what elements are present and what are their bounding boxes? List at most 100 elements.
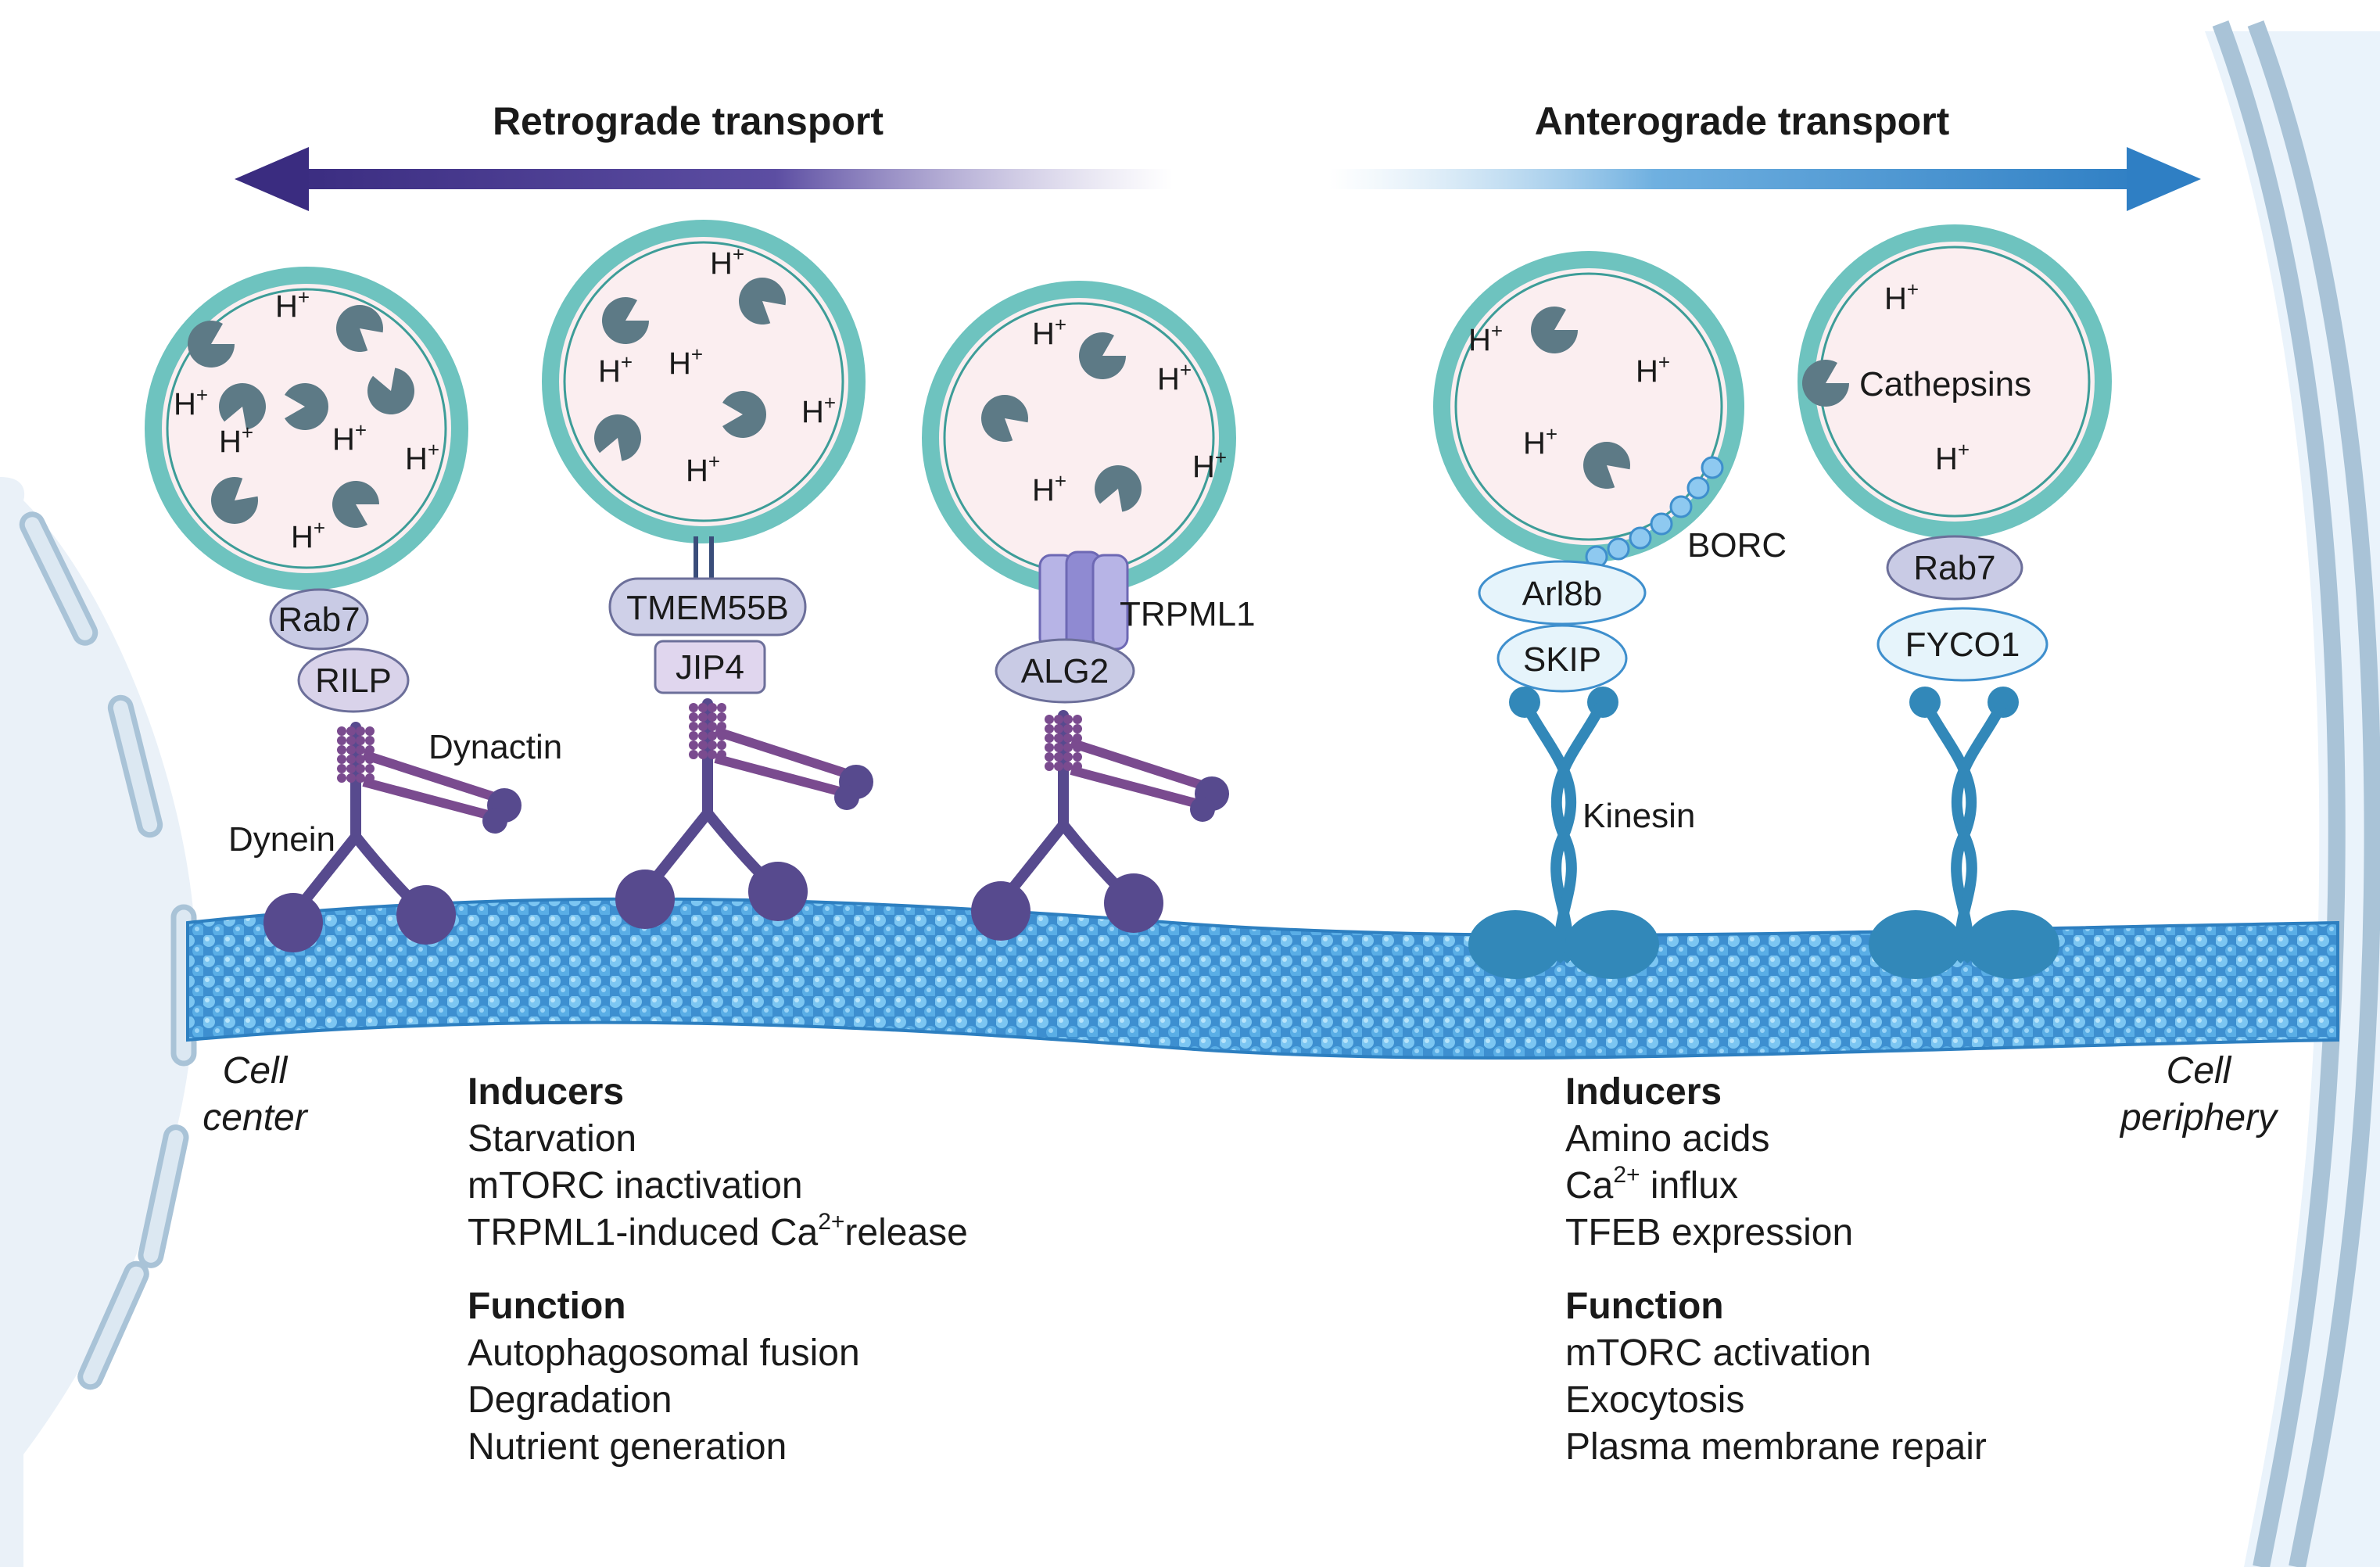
- anterograde-arrow: [1329, 147, 2201, 211]
- enzyme-icon: [1094, 465, 1142, 512]
- enzyme-icon: [602, 297, 649, 345]
- enzyme-icon: [336, 305, 383, 352]
- antero-inducer-3: TFEB expression: [1565, 1212, 1853, 1253]
- proton-label: H+: [174, 383, 208, 421]
- cell-center-label-line2: center: [203, 1097, 308, 1138]
- enzyme-icon: [285, 383, 328, 430]
- plasma-membrane: [2205, 20, 2380, 1567]
- tmem55b-box: TMEM55B: [608, 577, 807, 636]
- dynein-motor-2: [615, 698, 873, 929]
- enzyme-icon: [1802, 360, 1849, 407]
- svg-text:TMEM55B: TMEM55B: [626, 589, 789, 627]
- arl8b-oval: Arl8b: [1478, 560, 1647, 626]
- enzyme-icon: [332, 481, 379, 528]
- proton-label: H+: [710, 242, 744, 281]
- enzyme-icon: [188, 321, 235, 368]
- proton-label: H+: [668, 342, 703, 381]
- retro-inducer-1: Starvation: [468, 1118, 636, 1160]
- proton-group-1: H+ H+ H+ H+ H+ H+: [174, 285, 439, 554]
- cell-periphery-label-line2: periphery: [2119, 1097, 2279, 1138]
- kinesin-motor-1: [1468, 687, 1659, 979]
- svg-text:Rab7: Rab7: [278, 601, 360, 639]
- borc-label: BORC: [1687, 526, 1787, 565]
- enzyme-group-2: [594, 278, 786, 461]
- svg-text:FYCO1: FYCO1: [1905, 626, 2020, 664]
- enzyme-icon: [367, 368, 414, 415]
- enzyme-group-4: [1531, 307, 1630, 489]
- proton-label: H+: [219, 421, 253, 459]
- antero-function-heading: Function: [1565, 1286, 1724, 1327]
- enzyme-icon: [1079, 332, 1126, 379]
- antero-function-1: mTORC activation: [1565, 1332, 1871, 1374]
- svg-text:Rab7: Rab7: [1913, 549, 1995, 587]
- tmem55b-linker: [694, 536, 714, 579]
- skip-oval: SKIP: [1496, 624, 1628, 693]
- proton-group-2: H+ H+ H+ H+ H+: [598, 242, 836, 488]
- proton-label: H+: [332, 418, 367, 457]
- svg-text:ALG2: ALG2: [1021, 652, 1109, 690]
- proton-label: H+: [1523, 422, 1557, 461]
- proton-label: H+: [405, 438, 439, 476]
- proton-label: H+: [598, 350, 633, 389]
- retro-function-1: Autophagosomal fusion: [468, 1332, 860, 1374]
- svg-text:JIP4: JIP4: [676, 648, 744, 687]
- cell-center-label-line1: Cell: [223, 1050, 289, 1092]
- cell-periphery-label-line1: Cell: [2167, 1050, 2232, 1092]
- lysosome-2: [542, 220, 866, 543]
- enzyme-icon: [1582, 442, 1630, 489]
- retro-function-heading: Function: [468, 1286, 626, 1327]
- antero-function-2: Exocytosis: [1565, 1379, 1744, 1421]
- proton-label: H+: [801, 391, 836, 429]
- nucleus: [0, 477, 197, 1567]
- proton-label: H+: [1157, 358, 1192, 396]
- kinesin-motor-2: [1869, 687, 2059, 979]
- proton-group-5: H+ H+: [1884, 278, 1970, 476]
- proton-label: H+: [1636, 350, 1670, 389]
- rab7-oval-5: Rab7: [1886, 535, 2023, 601]
- enzyme-icon: [219, 383, 266, 430]
- dynactin-label: Dynactin: [428, 728, 562, 766]
- rab7-oval-1: Rab7: [269, 588, 369, 651]
- antero-function-3: Plasma membrane repair: [1565, 1426, 1987, 1468]
- antero-inducer-1: Amino acids: [1565, 1118, 1769, 1160]
- enzyme-icon: [1531, 307, 1578, 353]
- lysosome-3: [922, 281, 1236, 595]
- retro-inducers-heading: Inducers: [468, 1071, 624, 1113]
- enzyme-icon: [722, 391, 767, 439]
- svg-text:SKIP: SKIP: [1523, 640, 1601, 679]
- retro-inducer-2: mTORC inactivation: [468, 1165, 803, 1207]
- proton-label: H+: [686, 450, 720, 488]
- antero-inducer-2: Ca2+ influx: [1565, 1162, 1738, 1207]
- proton-label: H+: [1468, 319, 1503, 357]
- proton-group-4: H+ H+ H+: [1468, 319, 1670, 461]
- proton-label: H+: [291, 516, 325, 554]
- proton-label: H+: [1192, 446, 1227, 484]
- proton-label: H+: [1935, 438, 1970, 476]
- anterograde-label: Anterograde transport: [1535, 99, 1950, 143]
- proton-label: H+: [275, 285, 310, 324]
- dynein-label: Dynein: [228, 820, 335, 859]
- retro-function-2: Degradation: [468, 1379, 672, 1421]
- retro-inducer-3: TRPML1-induced Ca2+release: [468, 1209, 968, 1253]
- alg2-oval: ALG2: [995, 638, 1135, 704]
- cathepsins-label: Cathepsins: [1859, 365, 2031, 403]
- enzyme-icon: [594, 414, 642, 461]
- proton-label: H+: [1032, 313, 1066, 351]
- anterograde-text-block: Inducers Amino acids Ca2+ influx TFEB ex…: [1565, 1071, 1987, 1468]
- proton-label: H+: [1032, 469, 1066, 507]
- dynein-motor-3: [971, 710, 1229, 941]
- retrograde-text-block: Inducers Starvation mTORC inactivation T…: [468, 1071, 968, 1468]
- jip4-box: JIP4: [654, 640, 766, 694]
- proton-label: H+: [1884, 278, 1919, 316]
- fyco1-oval: FYCO1: [1876, 607, 2048, 682]
- trpml1-label: TRPML1: [1120, 595, 1256, 633]
- svg-text:Arl8b: Arl8b: [1522, 575, 1603, 613]
- enzyme-icon: [981, 395, 1028, 443]
- rilp-oval-1: RILP: [297, 647, 410, 713]
- trpml1-channel: [1038, 550, 1129, 654]
- kinesin-label: Kinesin: [1582, 797, 1695, 835]
- enzyme-group-3: [981, 332, 1142, 512]
- enzyme-icon: [739, 278, 786, 325]
- dynein-motor-1: [263, 722, 522, 952]
